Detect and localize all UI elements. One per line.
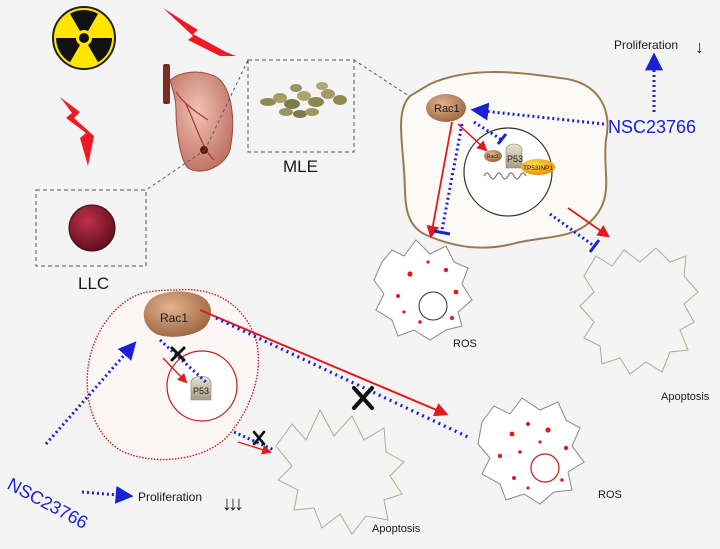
- apoptotic-cell-bottom: [275, 408, 405, 535]
- apoptosis-label-bottom: Apoptosis: [372, 523, 421, 535]
- nsc23766-label-top: NSC23766: [608, 117, 696, 137]
- p53-label-bottom: P53: [193, 386, 209, 396]
- proliferation-label-top: Proliferation: [614, 38, 678, 52]
- mle-label: MLE: [283, 157, 318, 176]
- lightning-bolt-icon: [163, 8, 236, 56]
- p53-protein-bottom: [190, 375, 212, 401]
- ros-cell-top: [373, 239, 473, 341]
- down-arrow-top: ↓: [695, 37, 704, 57]
- apoptotic-cell-right: [579, 247, 699, 375]
- block-cross-icon: [352, 386, 374, 410]
- ros-cell-bottom: [477, 397, 585, 505]
- radiation-hazard-icon: [52, 6, 116, 70]
- llc-label: LLC: [78, 274, 109, 293]
- ros-label-top: ROS: [453, 338, 477, 350]
- down-arrows-bottom: ↓↓↓: [222, 493, 242, 515]
- block-cross-icon: [170, 346, 186, 362]
- apoptosis-label-right: Apoptosis: [661, 391, 710, 403]
- p53-label-top: P53: [507, 154, 523, 164]
- nsc23766-label-bottom: NSC23766: [4, 474, 91, 533]
- dna-helix: [483, 172, 527, 180]
- rac1-protein-top: [426, 94, 466, 122]
- top-pathway-arrows: [426, 52, 663, 253]
- mle-cells-image: [260, 82, 347, 118]
- lightning-bolt-icon: [60, 97, 94, 166]
- rac1-small-protein: [484, 150, 502, 162]
- proliferation-label-bottom: Proliferation: [138, 490, 202, 504]
- llc-box: [35, 189, 147, 267]
- rac1-label-top: Rac1: [434, 103, 460, 115]
- tp53inp1-label: TP53INP1: [523, 165, 553, 172]
- rac1-label-bottom: Rac1: [160, 311, 188, 325]
- llc-tumor-image: [68, 204, 116, 252]
- mle-box: [247, 59, 355, 153]
- connector-lines: [145, 59, 419, 191]
- ros-label-bottom: ROS: [598, 489, 622, 501]
- rac1-small-label: Rac1: [487, 154, 499, 160]
- rac1-protein-bottom: [143, 291, 211, 337]
- tp53inp1-protein: [521, 159, 555, 175]
- bottom-pathway-arrows: [44, 309, 471, 504]
- lung-icon: [163, 64, 234, 172]
- block-cross-icon: [252, 430, 266, 446]
